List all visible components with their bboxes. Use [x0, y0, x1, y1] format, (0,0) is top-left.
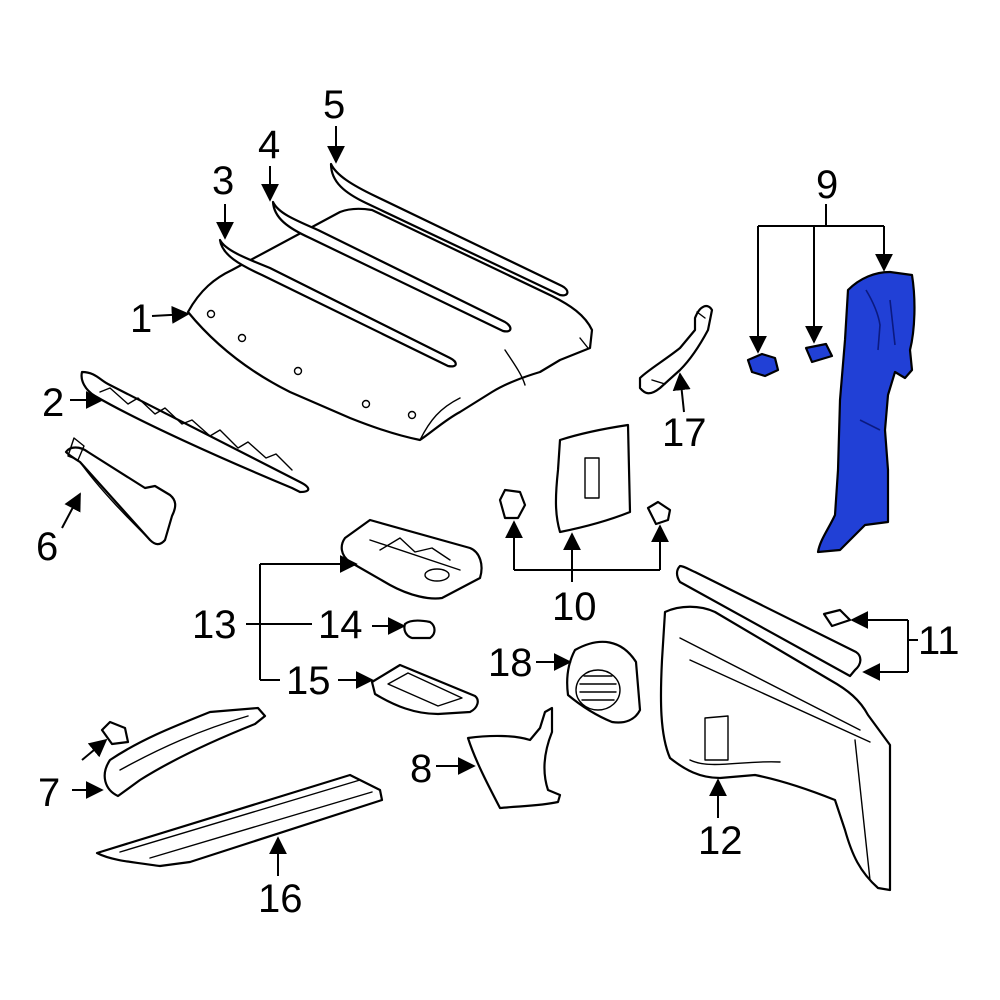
callout-7: 7 [38, 771, 60, 815]
clip-7-part[interactable] [100, 720, 130, 746]
pillar-trim-9-highlighted[interactable] [816, 270, 916, 554]
callout-6: 6 [36, 525, 58, 569]
callout-14: 14 [318, 603, 363, 647]
callout-3: 3 [212, 159, 234, 203]
quarter-panel-12-part[interactable] [659, 605, 892, 892]
sill-plate-16-part[interactable] [95, 773, 384, 868]
bulb-part[interactable] [403, 619, 436, 640]
callout-17: 17 [662, 411, 707, 455]
sill-trim-7-part[interactable] [103, 706, 267, 798]
clip-10-right[interactable] [646, 500, 672, 526]
rod-3-part[interactable] [218, 238, 457, 368]
rod-5-part[interactable] [329, 162, 569, 297]
clip-11-part[interactable] [822, 608, 852, 628]
callout-5: 5 [323, 83, 345, 127]
callout-10: 10 [552, 585, 597, 629]
callout-labels: 1 2 3 4 5 6 7 8 9 10 11 12 13 14 15 16 1… [36, 83, 960, 921]
leader-lines [61, 126, 918, 876]
callout-13: 13 [192, 603, 237, 647]
callout-1: 1 [130, 297, 152, 341]
speaker-grille-part[interactable] [566, 640, 642, 724]
quarter-trim-10-part[interactable] [554, 423, 632, 534]
callout-12: 12 [698, 819, 743, 863]
callout-11: 11 [918, 619, 960, 663]
callout-8: 8 [410, 747, 432, 791]
rod-4-part[interactable] [271, 200, 512, 333]
sun-visor-part[interactable] [64, 437, 177, 546]
clip-10-left[interactable] [498, 488, 527, 520]
callout-4: 4 [258, 123, 280, 167]
callout-16: 16 [258, 877, 303, 921]
callout-9: 9 [816, 163, 838, 207]
rail-11-part[interactable] [675, 564, 862, 678]
headliner-part[interactable] [186, 207, 594, 442]
lens-part[interactable] [370, 663, 479, 716]
callout-18: 18 [488, 641, 533, 685]
lower-trim-8-part[interactable] [466, 706, 562, 810]
fastener-9-a[interactable] [746, 352, 780, 378]
callout-15: 15 [286, 659, 331, 703]
pillar-trim-17-part[interactable] [638, 304, 714, 395]
fastener-9-b[interactable] [804, 342, 834, 364]
dome-lamp-part[interactable] [340, 518, 483, 600]
callout-2: 2 [42, 381, 64, 425]
